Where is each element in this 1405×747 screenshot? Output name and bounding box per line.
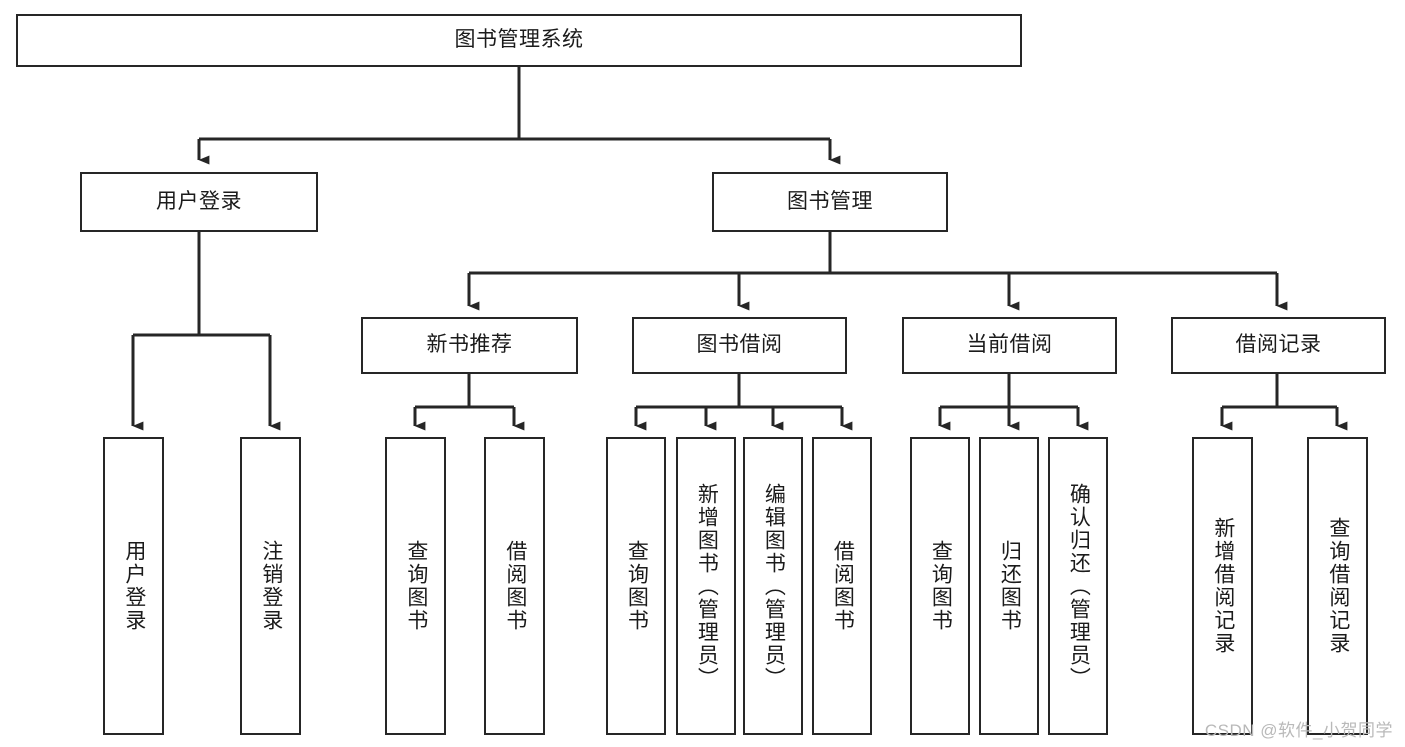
node-current-borrow[interactable]: 当前借阅 xyxy=(902,317,1117,374)
leaf-book-borrow-query-book[interactable]: 查询图书 xyxy=(606,437,666,735)
node-label: 查询图书 xyxy=(625,540,649,632)
node-label: 图书管理系统 xyxy=(454,28,584,52)
leaf-new-book-query-book[interactable]: 查询图书 xyxy=(385,437,446,735)
leaf-current-borrow-query-book[interactable]: 查询图书 xyxy=(910,437,970,735)
leaf-book-borrow-add-book-admin[interactable]: 新增图书（管理员） xyxy=(676,437,736,735)
leaf-current-borrow-return-book[interactable]: 归还图书 xyxy=(979,437,1039,735)
leaf-user-login-login[interactable]: 用户登录 xyxy=(103,437,164,735)
node-borrow-record[interactable]: 借阅记录 xyxy=(1171,317,1386,374)
leaf-user-login-logout[interactable]: 注销登录 xyxy=(240,437,301,735)
leaf-book-borrow-borrow-book[interactable]: 借阅图书 xyxy=(812,437,872,735)
node-label: 查询图书 xyxy=(404,540,428,632)
leaf-book-borrow-edit-book-admin[interactable]: 编辑图书（管理员） xyxy=(743,437,803,735)
leaf-current-borrow-confirm-return-admin[interactable]: 确认归还（管理员） xyxy=(1048,437,1108,735)
node-label: 新增图书（管理员） xyxy=(695,482,719,690)
node-label: 注销登录 xyxy=(259,540,283,632)
node-label: 编辑图书（管理员） xyxy=(762,482,786,690)
node-label: 新书推荐 xyxy=(426,333,513,357)
node-label: 借阅图书 xyxy=(503,540,527,632)
node-label: 借阅图书 xyxy=(831,540,855,632)
node-label: 新增借阅记录 xyxy=(1211,517,1235,655)
node-label: 归还图书 xyxy=(998,540,1022,632)
node-label: 用户登录 xyxy=(156,189,242,213)
leaf-new-book-borrow-book[interactable]: 借阅图书 xyxy=(484,437,545,735)
node-user-login[interactable]: 用户登录 xyxy=(80,172,318,232)
leaf-borrow-record-add-record[interactable]: 新增借阅记录 xyxy=(1192,437,1253,735)
leaf-borrow-record-query-record[interactable]: 查询借阅记录 xyxy=(1307,437,1368,735)
node-root-book-management-system[interactable]: 图书管理系统 xyxy=(16,14,1022,67)
node-label: 当前借阅 xyxy=(966,333,1053,357)
node-new-book-recommend[interactable]: 新书推荐 xyxy=(361,317,578,374)
node-label: 用户登录 xyxy=(122,540,146,632)
node-book-borrow[interactable]: 图书借阅 xyxy=(632,317,847,374)
node-label: 确认归还（管理员） xyxy=(1067,482,1091,690)
node-label: 查询借阅记录 xyxy=(1326,517,1350,655)
node-label: 借阅记录 xyxy=(1235,333,1322,357)
node-book-management[interactable]: 图书管理 xyxy=(712,172,948,232)
node-label: 图书管理 xyxy=(787,189,873,213)
node-label: 查询图书 xyxy=(929,540,953,632)
node-label: 图书借阅 xyxy=(696,333,783,357)
